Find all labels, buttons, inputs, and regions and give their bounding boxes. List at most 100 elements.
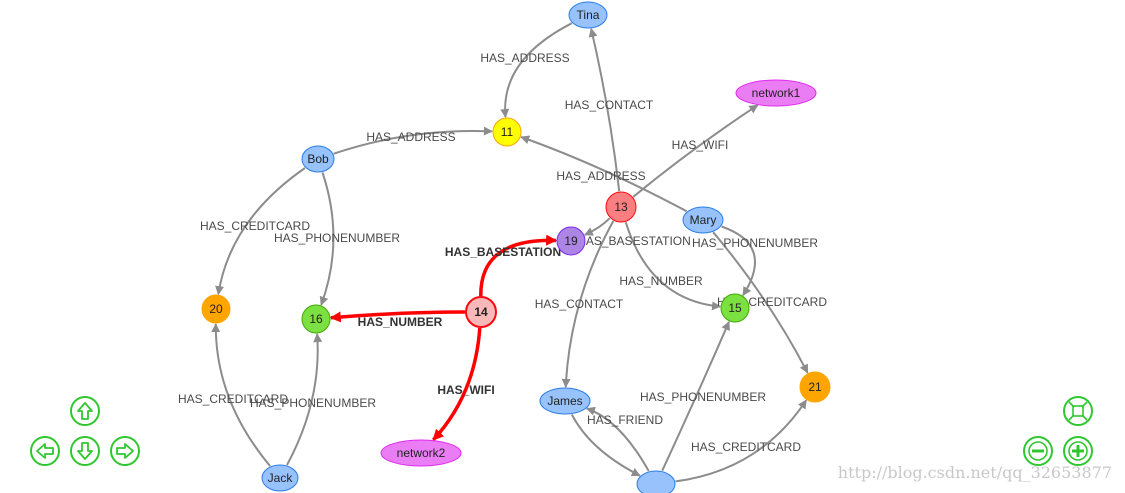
move-down-icon[interactable] bbox=[70, 436, 100, 466]
edge-n14-to-n19[interactable] bbox=[479, 234, 558, 297]
node-shape[interactable] bbox=[556, 226, 586, 256]
edge-label: HAS_ADDRESS bbox=[556, 169, 645, 183]
node-label: network1 bbox=[752, 86, 801, 100]
node-n15[interactable]: 15 bbox=[720, 293, 750, 323]
edge-n13-to-n19[interactable] bbox=[583, 217, 611, 236]
edge-label: HAS_PHONENUMBER bbox=[640, 390, 766, 404]
node-n13[interactable]: 13 bbox=[605, 191, 637, 223]
edge-mary-to-n15[interactable] bbox=[721, 225, 756, 297]
node-label: 14 bbox=[474, 305, 488, 319]
edge-label: HAS_FRIEND bbox=[587, 413, 663, 427]
node-n21[interactable]: 21 bbox=[799, 371, 831, 403]
node-shape[interactable] bbox=[492, 117, 522, 147]
node-shape[interactable] bbox=[636, 470, 676, 493]
node-shape[interactable] bbox=[605, 191, 637, 223]
move-left-icon[interactable] bbox=[30, 436, 60, 466]
edge-n13-to-network1[interactable] bbox=[632, 104, 759, 198]
edge-jack-to-n20[interactable] bbox=[211, 323, 271, 467]
edge-bottom-person-to-james[interactable] bbox=[585, 406, 650, 472]
node-shape[interactable] bbox=[201, 294, 231, 324]
node-label: Tina bbox=[577, 8, 600, 22]
edge-n13-to-tina[interactable] bbox=[588, 27, 621, 192]
node-label: Bob bbox=[307, 152, 329, 166]
node-n20[interactable]: 20 bbox=[201, 294, 231, 324]
edges-layer: HAS_ADDRESS HAS_CONTACT HAS_WIFI HAS_ADDRES… bbox=[178, 22, 827, 483]
node-label: 19 bbox=[564, 234, 578, 248]
edge-label: HAS_PHONENUMBER bbox=[250, 396, 376, 410]
edge-label: HAS_PHONENUMBER bbox=[692, 236, 818, 250]
edge-label: HAS_ADDRESS bbox=[480, 51, 569, 65]
edge-label: HAS_NUMBER bbox=[358, 315, 443, 329]
node-shape[interactable] bbox=[301, 304, 331, 334]
node-james[interactable]: James bbox=[539, 387, 591, 415]
move-right-icon[interactable] bbox=[110, 436, 140, 466]
zoom-in-icon[interactable] bbox=[1063, 436, 1093, 466]
edge-james-to-bottom-person[interactable] bbox=[571, 414, 641, 477]
node-shape[interactable] bbox=[465, 296, 497, 328]
node-shape[interactable] bbox=[380, 439, 462, 467]
node-shape[interactable] bbox=[568, 1, 608, 29]
node-n14[interactable]: 14 bbox=[465, 296, 497, 328]
edge-n13-to-n15[interactable] bbox=[624, 222, 721, 311]
edge-n14-to-network2[interactable] bbox=[432, 327, 482, 441]
edge-bottom-person-to-n21[interactable] bbox=[675, 399, 808, 483]
node-bottom-person[interactable] bbox=[636, 470, 676, 493]
node-n19[interactable]: 19 bbox=[556, 226, 586, 256]
node-shape[interactable] bbox=[261, 464, 299, 492]
edge-label: HAS_CREDITCARD bbox=[178, 392, 288, 406]
node-label: 21 bbox=[808, 380, 822, 394]
node-label: 15 bbox=[728, 301, 742, 315]
node-shape[interactable] bbox=[682, 206, 724, 234]
edge-bob-to-n20[interactable] bbox=[215, 167, 306, 296]
edge-label: HAS_WIFI bbox=[672, 138, 729, 152]
zoom-out-icon[interactable] bbox=[1023, 436, 1053, 466]
node-tina[interactable]: Tina bbox=[568, 1, 608, 29]
node-shape[interactable] bbox=[301, 145, 335, 173]
watermark: http://blog.csdn.net/qq_32653877 bbox=[838, 463, 1112, 482]
node-shape[interactable] bbox=[720, 293, 750, 323]
edge-label: HAS_CONTACT bbox=[535, 297, 624, 311]
edge-label: HAS_WIFI bbox=[437, 383, 494, 397]
edge-bob-to-n11[interactable] bbox=[333, 126, 493, 155]
edge-label: HAS_BASESTATION bbox=[445, 245, 561, 259]
edge-labels: HAS_ADDRESS HAS_CONTACT HAS_WIFI HAS_ADDRES… bbox=[178, 51, 827, 454]
edge-label: HAS_CONTACT bbox=[565, 98, 654, 112]
node-shape[interactable] bbox=[799, 371, 831, 403]
node-shape[interactable] bbox=[539, 387, 591, 415]
zoom-extends-icon[interactable] bbox=[1063, 396, 1093, 426]
node-bob[interactable]: Bob bbox=[301, 145, 335, 173]
edge-mary-to-n11[interactable] bbox=[520, 135, 688, 213]
edge-label: HAS_CREDITCARD bbox=[200, 219, 310, 233]
node-network1[interactable]: network1 bbox=[735, 79, 817, 107]
edge-label: HAS_CREDITCARD bbox=[691, 440, 801, 454]
edge-bob-to-n16[interactable] bbox=[319, 172, 335, 306]
edge-jack-to-n16[interactable] bbox=[286, 333, 323, 466]
edge-label: HAS_PHONENUMBER bbox=[274, 231, 400, 245]
node-mary[interactable]: Mary bbox=[682, 206, 724, 234]
node-label: 11 bbox=[501, 125, 514, 139]
node-label: network2 bbox=[397, 446, 446, 460]
node-label: Mary bbox=[690, 213, 717, 227]
edge-mary-to-n21[interactable] bbox=[712, 231, 809, 374]
node-label: 13 bbox=[614, 200, 628, 214]
edge-n13-to-james[interactable] bbox=[561, 220, 615, 388]
node-jack[interactable]: Jack bbox=[261, 464, 299, 492]
edge-label: HAS_BASESTATION bbox=[577, 234, 691, 248]
edge-bottom-person-to-n15[interactable] bbox=[661, 320, 730, 472]
node-label: Jack bbox=[268, 471, 294, 485]
node-n16[interactable]: 16 bbox=[301, 304, 331, 334]
node-shape[interactable] bbox=[735, 79, 817, 107]
node-n11[interactable]: 11 bbox=[492, 117, 522, 147]
edge-label: HAS_NUMBER bbox=[619, 274, 703, 288]
node-label: James bbox=[547, 394, 582, 408]
edge-label: HAS_ADDRESS bbox=[366, 130, 455, 144]
node-network2[interactable]: network2 bbox=[380, 439, 462, 467]
move-up-icon[interactable] bbox=[70, 396, 100, 426]
node-label: 20 bbox=[209, 302, 223, 316]
edge-tina-to-n11[interactable] bbox=[500, 22, 573, 118]
edge-n14-to-n16[interactable] bbox=[329, 310, 466, 323]
